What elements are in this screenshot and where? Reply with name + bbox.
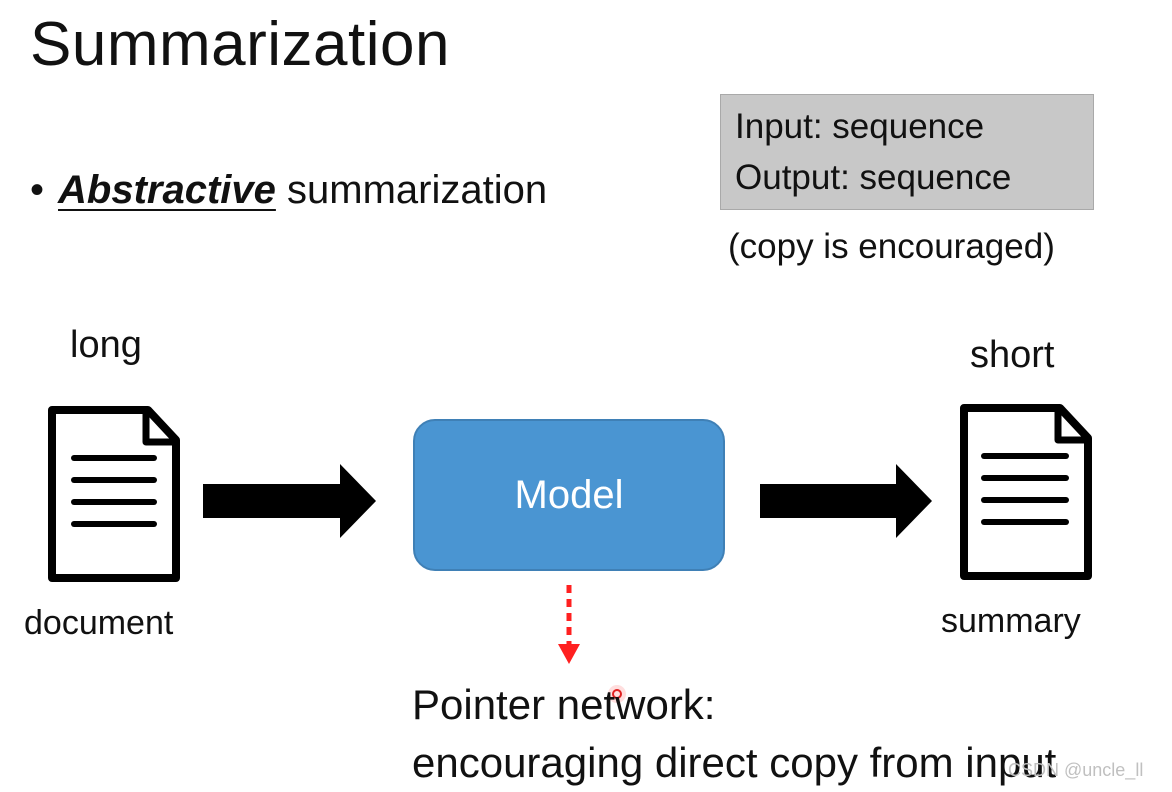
input-top-label: long bbox=[70, 324, 142, 366]
slide-title: Summarization bbox=[30, 10, 450, 79]
bullet-emphasis: Abstractive bbox=[58, 168, 276, 212]
output-document-icon bbox=[960, 404, 1092, 580]
pointer-network-caption: Pointer network: encouraging direct copy… bbox=[412, 676, 1056, 792]
model-box: Model bbox=[413, 419, 725, 571]
bullet-rest: summarization bbox=[275, 168, 548, 212]
input-document-icon bbox=[48, 406, 180, 582]
bullet-dot: • bbox=[30, 168, 45, 212]
cursor-marker-icon bbox=[608, 685, 626, 703]
copy-note: (copy is encouraged) bbox=[728, 227, 1055, 266]
arrow-model-to-output bbox=[760, 464, 932, 538]
output-top-label: short bbox=[970, 334, 1055, 376]
arrow-input-to-model bbox=[203, 464, 376, 538]
io-input-line: Input: sequence bbox=[735, 107, 985, 146]
watermark: CSDN @uncle_ll bbox=[1008, 760, 1144, 780]
input-output-box: Input: sequence Output: sequence bbox=[720, 94, 1094, 210]
output-bottom-label: summary bbox=[941, 602, 1081, 640]
input-bottom-label: document bbox=[24, 604, 174, 642]
bullet-abstractive-summarization: • Abstractive summarization bbox=[30, 162, 547, 218]
model-label: Model bbox=[514, 472, 624, 517]
pointer-network-arrow bbox=[558, 585, 580, 664]
pointer-caption-line2: encouraging direct copy from input bbox=[412, 739, 1057, 786]
io-output-line: Output: sequence bbox=[735, 158, 1012, 197]
pointer-caption-line1: Pointer network: bbox=[412, 681, 716, 728]
